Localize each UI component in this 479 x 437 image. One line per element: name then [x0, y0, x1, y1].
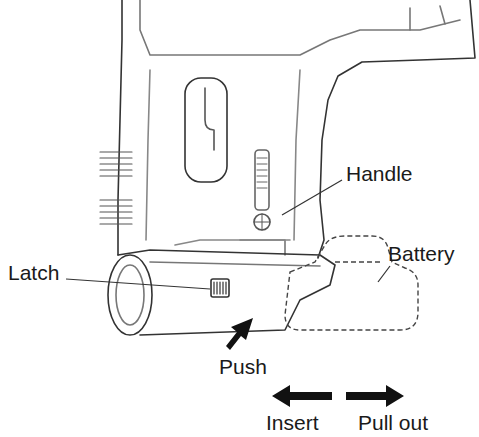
action-label: Insert — [266, 412, 319, 433]
part-label: Latch — [8, 262, 59, 283]
part-label: Handle — [346, 163, 413, 184]
action-label: Push — [219, 356, 267, 377]
part-label: Battery — [388, 243, 455, 264]
action-label: Pull out — [358, 412, 428, 433]
